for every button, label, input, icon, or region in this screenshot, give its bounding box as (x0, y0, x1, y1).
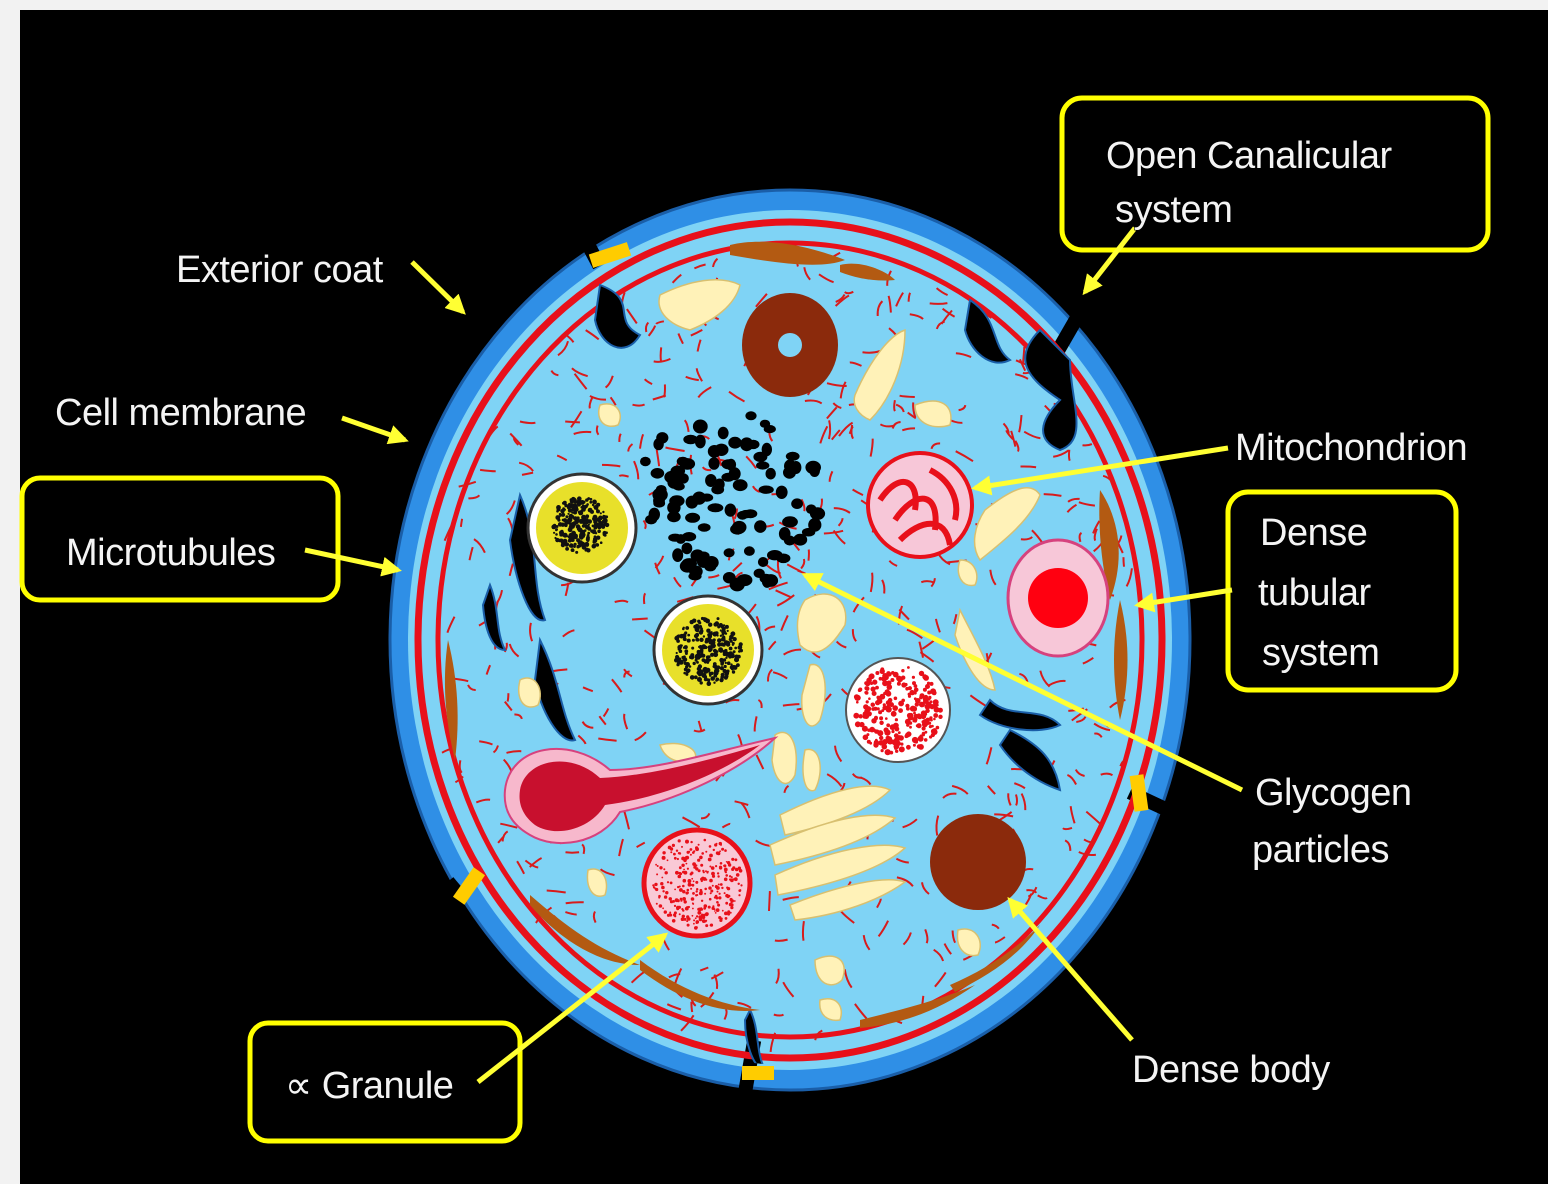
label-dense-tubular-1: Dense (1260, 512, 1367, 554)
label-mitochondrion: Mitochondrion (1235, 427, 1467, 469)
dense-granule-red (1008, 540, 1108, 656)
label-exterior-coat: Exterior coat (176, 249, 384, 291)
label-alpha-granule: ∝ Granule (285, 1065, 453, 1107)
label-open-canalicular-2: system (1115, 189, 1232, 231)
label-glycogen-2: particles (1252, 829, 1389, 871)
mitochondrion (868, 453, 972, 557)
yellow-granule-1 (528, 474, 636, 582)
red-dotted-granule (846, 658, 950, 762)
label-cell-membrane: Cell membrane (55, 392, 306, 434)
label-glycogen-1: Glycogen (1255, 772, 1412, 814)
label-open-canalicular-1: Open Canalicular (1106, 135, 1392, 177)
label-dense-tubular-2: tubular (1258, 572, 1372, 614)
dense-body-organelle (930, 814, 1026, 910)
yellow-granule-2 (654, 596, 762, 704)
label-microtubules: Microtubules (66, 532, 275, 574)
brown-ring-organelle (742, 293, 838, 397)
label-dense-body: Dense body (1132, 1049, 1330, 1091)
label-dense-tubular-3: system (1262, 632, 1379, 674)
alpha-granule (644, 830, 750, 936)
